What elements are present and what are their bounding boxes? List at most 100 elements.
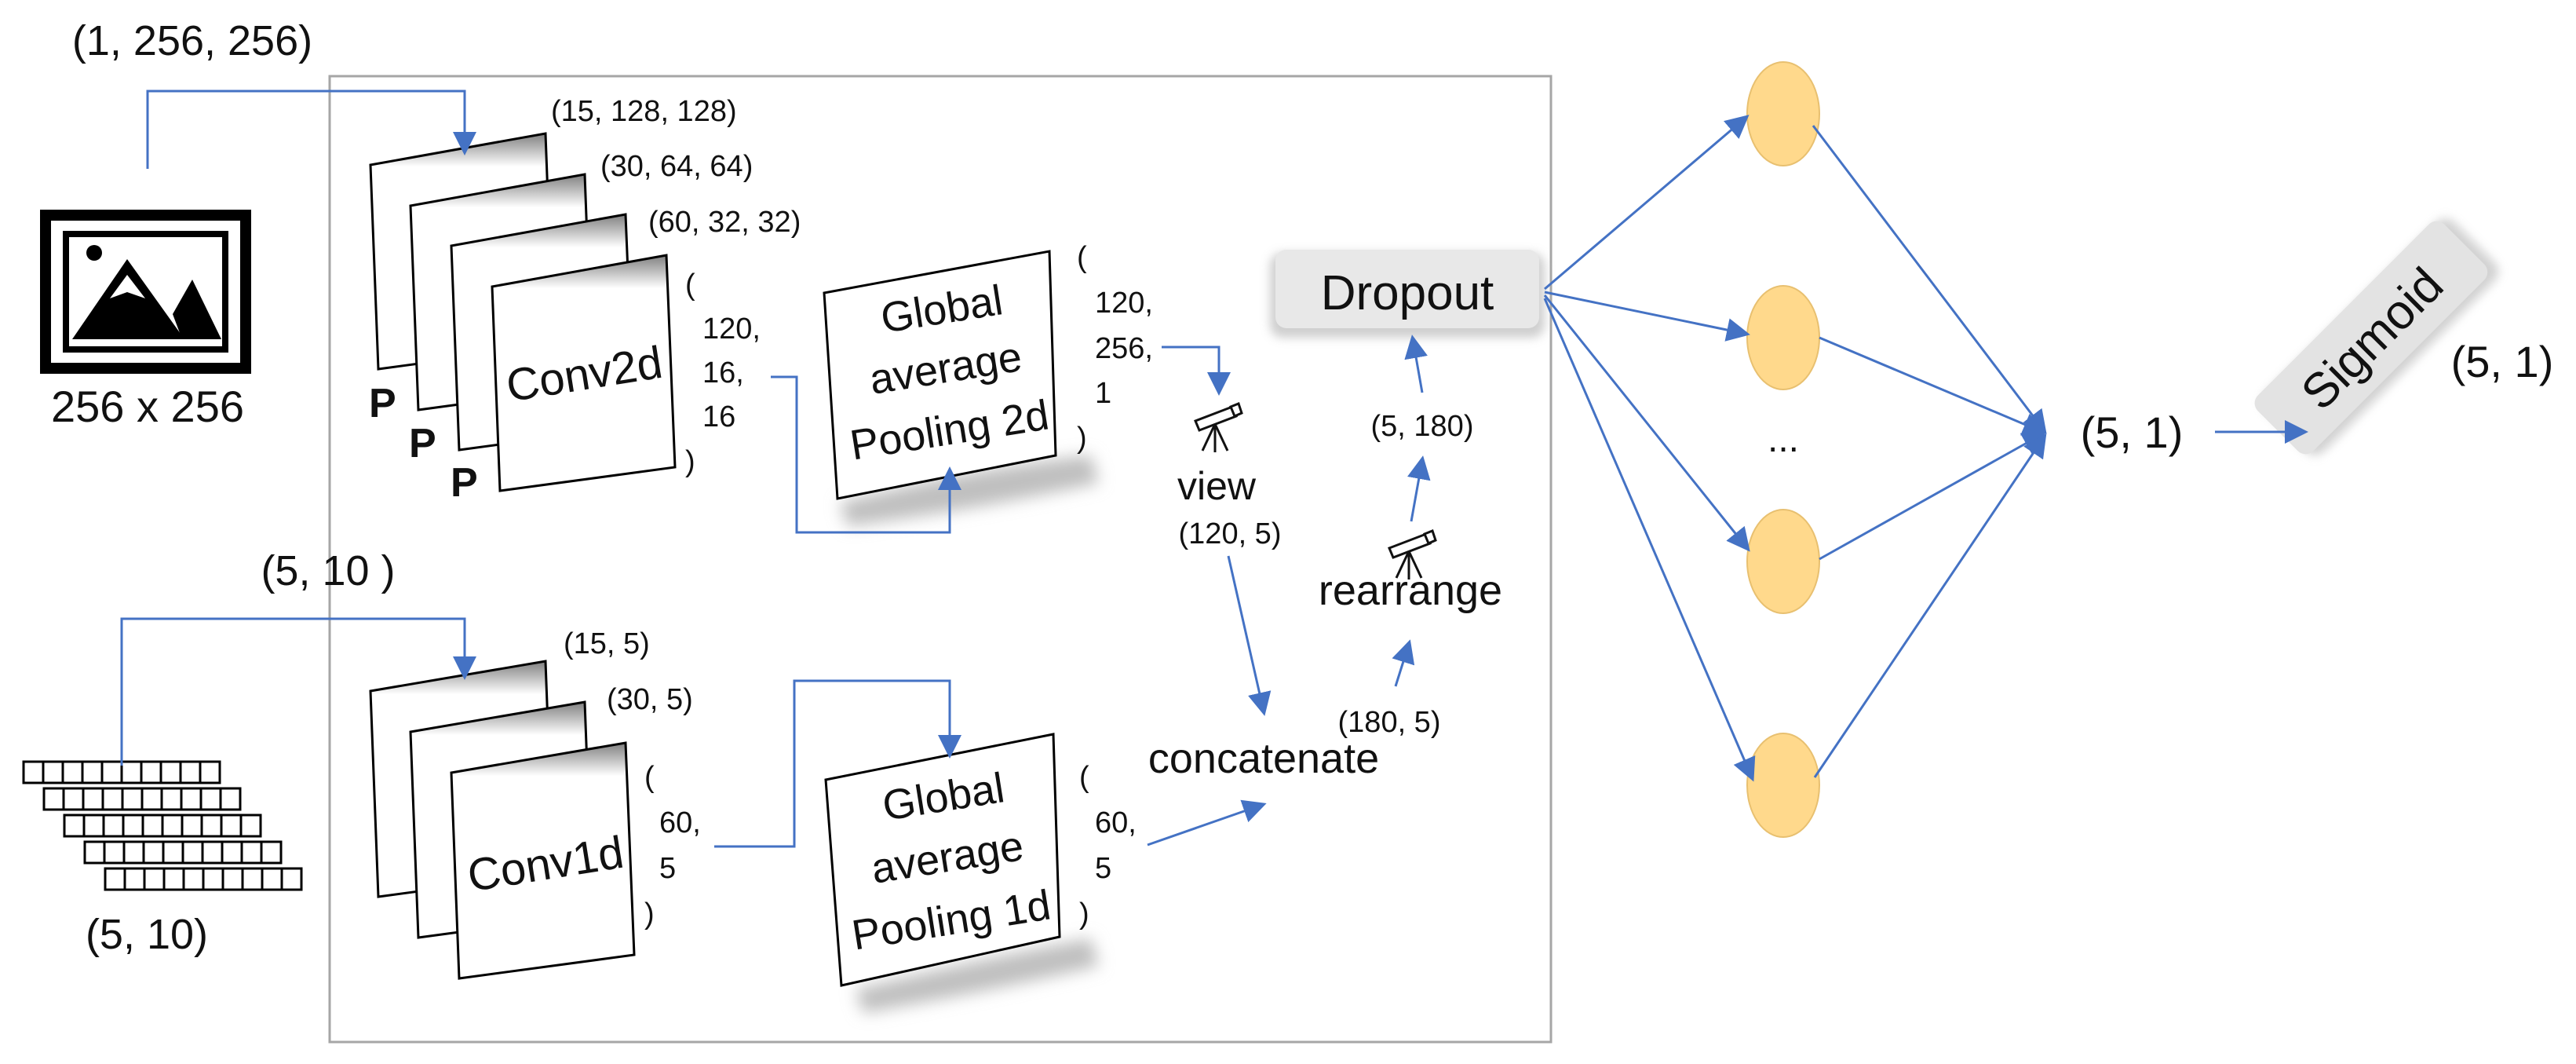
fc-output-shape: (5, 1) [2081,408,2184,457]
conv1d-shape-2: (30, 5) [607,683,693,716]
sequence-grid-cell [221,840,243,865]
conv2d-output-shape-2: 120, [702,313,761,346]
arrow-conv2d-to-gap2d [771,375,961,534]
gap1d-output-shape-3: 5 [1095,852,1111,885]
sequence-grid-cell [220,814,243,838]
sequence-caption: (5, 10) [86,911,208,958]
conv1d-output-shape-3: 5 [659,852,676,885]
conv1d-shape-1: (15, 5) [564,627,650,660]
sequence-grid-cell [180,787,203,811]
sequence-grid-cell [162,840,184,865]
arrow-neuron-2-to-output [1819,336,2047,436]
sequence-grid-cell [101,787,124,811]
sequence-grid-cell [199,760,221,784]
arrow-gap2d-to-view [1162,346,1231,396]
sequence-grid-cell [42,760,64,784]
sequence-input-grid [22,760,303,891]
arrow-neuron-3-to-output [1819,432,2047,561]
sequence-grid-cell [122,840,145,865]
gap1d-output-shape-1: ( [1079,761,1089,794]
arrow-gap1d-to-concatenate [1147,799,1267,846]
conv1d-output-shape-1: ( [644,761,655,794]
gap2d-output-shape-1: ( [1077,241,1087,274]
arrow-to-dropout [1404,335,1428,393]
sequence-grid-cell [199,787,222,811]
gap1d-output-shape-4: ) [1079,898,1089,931]
sequence-grid-cell [62,787,85,811]
gap2d-output-shape-4: 1 [1095,377,1111,410]
sequence-grid-cell [61,760,84,784]
conv2d-pool-mark-1: P [369,381,396,426]
neuron-1 [1746,61,1820,166]
arrow-dropout-to-neuron-2 [1544,291,1750,342]
connectors [120,90,2308,848]
arrow-dropout-to-neuron-4 [1543,298,1756,782]
rearrange-label: rearrange [1319,567,1502,614]
gap2d-output-shape-3: 256, [1095,332,1153,365]
arrow-conv1d-to-gap1d [714,679,961,848]
sequence-grid-cell [122,814,144,838]
sequence-grid-cell [162,867,185,891]
sequence-grid-cell [42,787,65,811]
arrow-dropout-to-neuron-1 [1544,115,1750,291]
conv1d-card-3 [450,741,636,980]
arrow-neuron-1-to-output [1812,125,2047,434]
sequence-grid-cell [182,867,205,891]
conv1d-output-shape-2: 60, [659,806,701,839]
sequence-grid-cell [140,787,163,811]
sequence-grid-cell [83,840,106,865]
image-size-caption: 256 x 256 [51,382,244,431]
neuron-4 [1746,733,1820,838]
sequence-grid-cell [141,814,164,838]
sequence-grid-cell [159,760,182,784]
sequence-grid-cell [100,760,123,784]
arrow-neuron-4-to-output [1813,433,2047,778]
conv2d-shape-3: (60, 32, 32) [648,206,801,239]
sequence-grid-cell [82,787,104,811]
conv2d-pool-mark-2: P [409,421,436,466]
sequence-grid-cell [219,787,242,811]
dropout-box [1275,250,1539,328]
sigmoid-box [2254,221,2488,455]
sequence-grid-cell [260,840,283,865]
sequence-shape-label: (5, 10 ) [261,547,395,594]
sequence-grid-cell [239,814,262,838]
sequence-grid-cell [123,867,146,891]
sequence-grid-cell [202,867,224,891]
concatenate-shape-label: (180, 5) [1338,706,1441,739]
sequence-grid-cell [161,814,184,838]
neuron-3 [1746,509,1820,614]
sequence-grid-cell [22,760,45,784]
conv2d-output-shape-1: ( [685,269,695,302]
sequence-grid-cell [181,814,203,838]
sequence-grid-cell [241,867,264,891]
rearrange-shape-label: (5, 180) [1371,410,1474,443]
conv2d-pool-mark-3: P [451,460,478,506]
dropout-label: Dropout [1321,266,1494,320]
view-label: view [1177,464,1257,508]
concatenate-label: concatenate [1148,735,1379,782]
sequence-grid-cell [81,760,104,784]
conv2d-output-shape-3: 16, [702,356,744,389]
conv1d-stack: Conv1d [369,660,636,980]
sequence-grid-cell [142,840,165,865]
final-output-shape: (5, 1) [2451,337,2554,386]
image-shape-label: (1, 256, 256) [72,17,312,64]
global-average-pooling-2d: Global average Pooling 2d [823,250,1099,526]
conv2d-card-4 [491,254,677,492]
conv1d-output-shape-4: ) [644,898,655,931]
sequence-grid-cell [160,787,183,811]
arrow-image-to-conv2d [146,90,476,169]
arrow-concatenate-to-rearrange [1392,639,1415,687]
sequence-grid-cell [63,814,86,838]
sequence-grid-cell [240,840,263,865]
telescope-icon [1388,529,1437,580]
conv2d-output-shape-5: ) [685,445,695,478]
arrow-seq-to-conv1d [120,617,476,766]
sequence-grid-cell [82,814,105,838]
sequence-grid-cell [280,867,303,891]
gap2d-output-shape-5: ) [1077,422,1087,455]
sequence-grid-cell [221,867,244,891]
conv2d-stack: Conv2d [369,132,677,492]
